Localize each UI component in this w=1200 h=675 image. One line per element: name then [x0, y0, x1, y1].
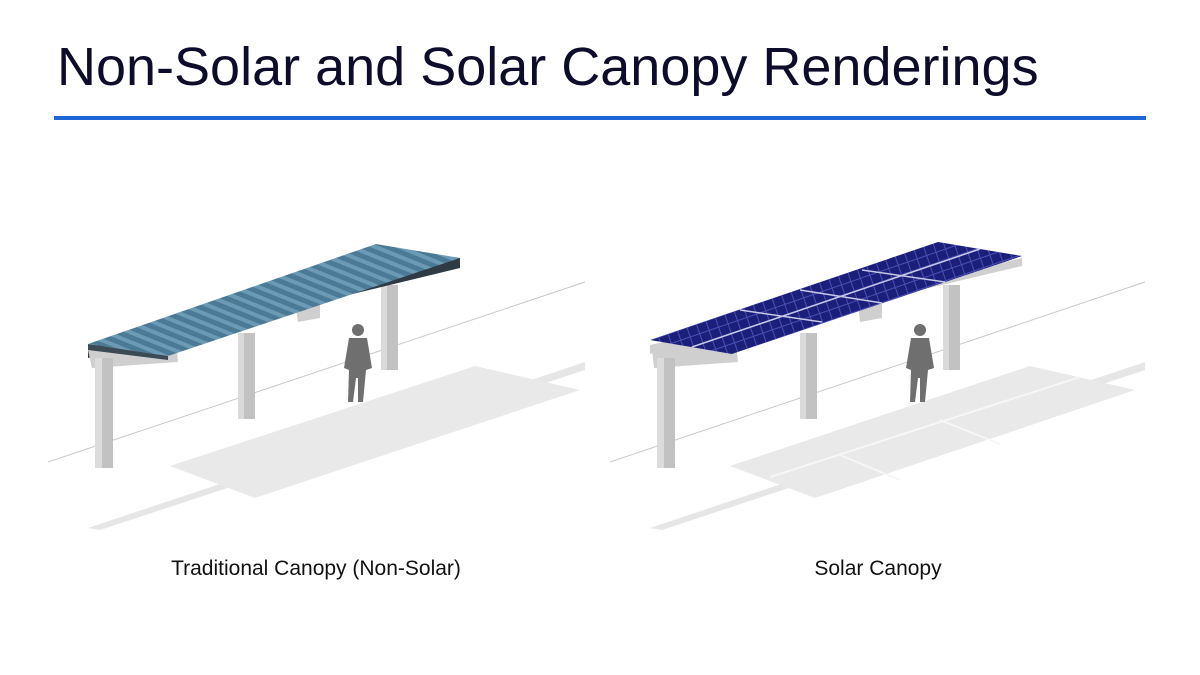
traditional-canopy-illustration — [47, 244, 586, 530]
person-silhouette — [344, 324, 372, 402]
solar-canopy-rendering — [600, 230, 1160, 535]
title-underline — [54, 116, 1146, 120]
person-silhouette — [906, 324, 934, 402]
traditional-canopy-caption: Traditional Canopy (Non-Solar) — [171, 557, 461, 580]
traditional-canopy-rendering — [40, 230, 600, 535]
slide-title: Non-Solar and Solar Canopy Renderings — [57, 37, 1039, 97]
solar-canopy-illustration — [609, 242, 1146, 530]
solar-canopy-caption: Solar Canopy — [814, 557, 942, 580]
